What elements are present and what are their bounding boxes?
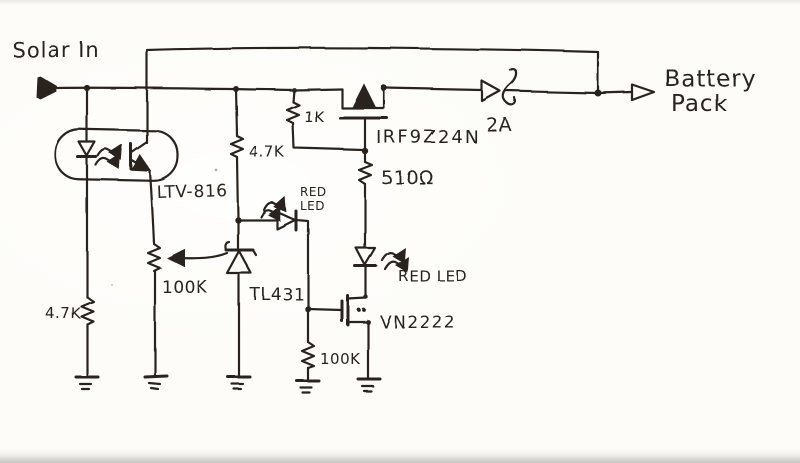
resistor-zigzag (79, 295, 95, 326)
resistor-zigzag (229, 134, 245, 159)
diode-label: 2A (486, 114, 512, 136)
wire-bypass-top (145, 46, 600, 145)
paper-speck (214, 168, 218, 172)
wire-output (596, 90, 633, 95)
power-rail (54, 46, 600, 145)
resistor-100k-pulldown: 100K (300, 307, 361, 383)
solar-input: Solar In (12, 38, 100, 99)
optocoupler-ltv816: LTV-816 (53, 86, 227, 299)
led-triangle (354, 246, 377, 267)
junction-dot (365, 319, 371, 325)
tl431-label: TL431 (249, 285, 305, 305)
ground-symbols (74, 374, 382, 395)
pass-mosfet-irf9z24n: IRF9Z24N (338, 83, 480, 155)
paper-speck (109, 282, 113, 286)
wire-to-node (235, 155, 240, 221)
mosfet-gate-lead (306, 307, 343, 312)
wire-anode (382, 86, 483, 92)
light-arrow-icon (259, 205, 281, 222)
wire-from-rail (291, 88, 296, 104)
opto-led-triangle (77, 140, 97, 158)
phototransistor-emitter (129, 154, 152, 172)
led-triangle (275, 210, 297, 231)
led-label-line1: RED (300, 185, 327, 199)
optocoupler-label: LTV-816 (156, 181, 227, 203)
scan-edge-bottom (0, 449, 800, 463)
ground-icon (143, 374, 169, 391)
light-arrow-icon (94, 153, 121, 170)
tl431-triangle (225, 249, 253, 275)
battery-label-line1: Battery (664, 66, 756, 92)
wire-to-gate-node (291, 121, 365, 152)
optocoupler-body (53, 128, 180, 182)
light-arrow-icon (96, 144, 123, 161)
potentiometer-100k: 100K (146, 242, 229, 378)
resistor-zigzag (285, 100, 301, 125)
pot-wiper-arrow (166, 248, 229, 268)
diode-triangle (480, 79, 502, 103)
phototransistor-collector (129, 140, 149, 155)
resistor-label: 510Ω (381, 167, 434, 189)
resistor-4.7k-left: 4.7K (45, 295, 95, 378)
charge-red-led: RED LED (353, 246, 467, 299)
resistor-label: 4.7K (45, 304, 81, 322)
output-arrow-icon (630, 83, 656, 102)
ground-icon (226, 375, 252, 391)
ink-layer: Solar In LTV-816 (12, 38, 756, 395)
wire-to-battery-node (503, 89, 599, 95)
wire-from-rail (234, 87, 239, 138)
led-label-line2: LED (300, 199, 325, 213)
scan-edge-top (0, 0, 800, 5)
tl431-bar-hooks (224, 240, 258, 257)
resistor-1k: 1K (285, 88, 365, 152)
battery-label-line2: Pack (671, 91, 728, 117)
light-arrow-icon (262, 196, 287, 213)
resistor-label: 100K (320, 350, 361, 368)
light-arrow-icon (383, 256, 409, 273)
pot-zigzag (146, 242, 162, 273)
pot-label: 100K (162, 278, 208, 298)
ground-icon (74, 375, 100, 391)
diode-cathode-squiggle (502, 68, 518, 106)
status-red-led: RED LED (236, 185, 327, 309)
wire-emitter-down (148, 170, 156, 245)
solar-in-label: Solar In (12, 38, 100, 62)
shunt-regulator-tl431: TL431 (224, 216, 305, 378)
input-arrow-icon (36, 76, 57, 99)
ink-dot (357, 308, 361, 312)
ink-dot (362, 308, 366, 312)
resistor-510ohm: 510Ω (357, 149, 434, 249)
mosfet-label: VN2222 (380, 313, 457, 333)
junction-dot (363, 294, 369, 300)
resistor-zigzag (300, 340, 316, 370)
ground-icon (295, 379, 321, 395)
resistor-4.7k-middle: 4.7K (229, 87, 285, 221)
battery-output: Battery Pack (594, 66, 756, 117)
wire-cathode-down (294, 218, 310, 309)
ground-icon (356, 377, 382, 393)
resistor-label: 4.7K (249, 143, 285, 161)
light-arrow-icon (380, 247, 406, 264)
resistor-zigzag (357, 160, 374, 186)
resistor-label: 1K (304, 108, 325, 126)
blocking-diode-2a: 2A (382, 68, 599, 136)
led-label: RED LED (398, 267, 467, 285)
mosfet-label: IRF9Z24N (376, 127, 480, 148)
switch-mosfet-vn2222: VN2222 (304, 294, 457, 380)
wire-solar-rail (54, 86, 344, 92)
mosfet-drain-lead (346, 296, 368, 301)
